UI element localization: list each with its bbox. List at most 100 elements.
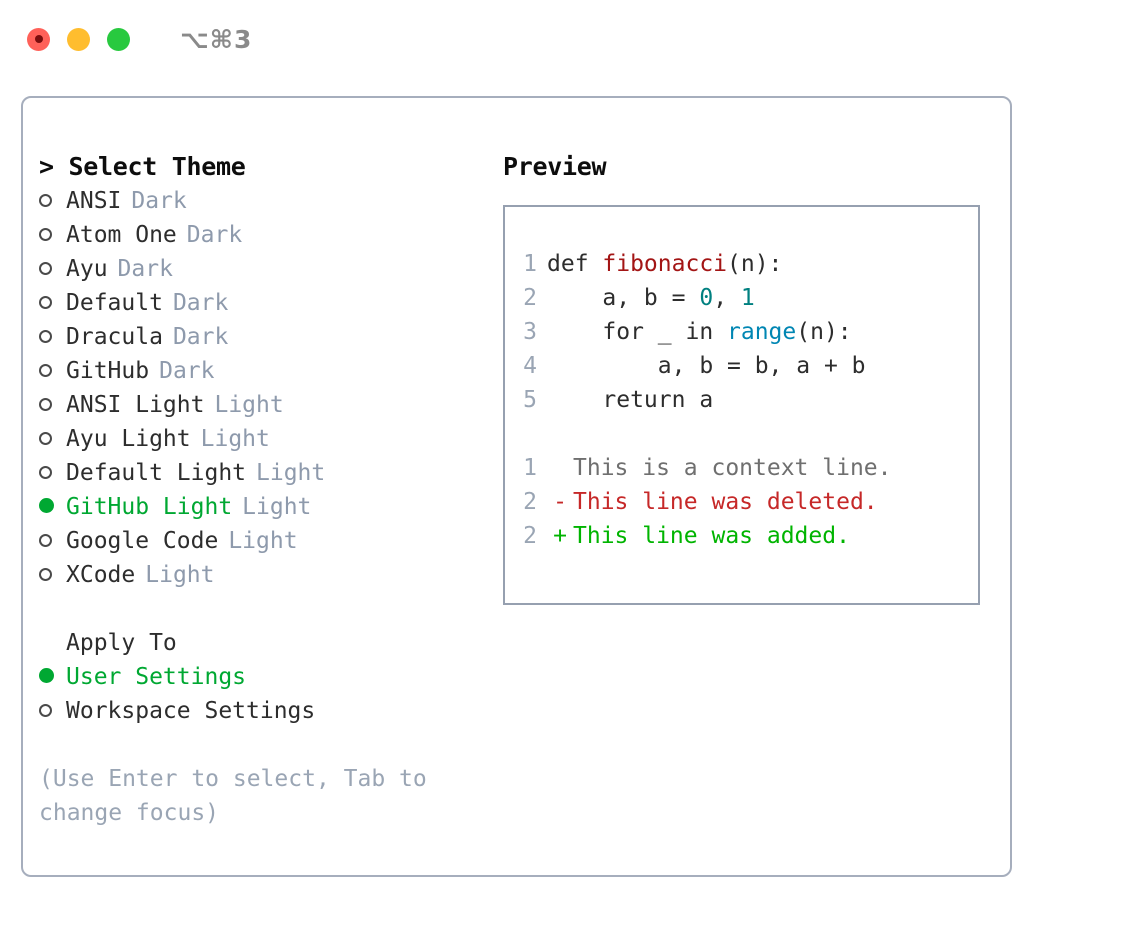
spacer xyxy=(505,417,978,451)
radio-selected-icon xyxy=(39,498,66,513)
theme-option-label: Ayu Light xyxy=(66,426,191,452)
code-token: 0 xyxy=(699,285,714,311)
hollow-circle-icon xyxy=(39,534,52,547)
recording-dot-icon xyxy=(34,35,43,43)
hollow-circle-icon xyxy=(39,398,52,411)
apply-option-workspace-settings[interactable]: Workspace Settings xyxy=(39,694,485,728)
hollow-circle-icon xyxy=(39,262,52,275)
theme-option-default[interactable]: Default Dark xyxy=(39,286,485,320)
code-token: for _ in xyxy=(547,319,728,345)
theme-variant-tag: Light xyxy=(145,562,215,588)
line-number: 2 xyxy=(523,489,537,515)
apply-to-heading: Apply To xyxy=(66,630,177,656)
theme-option-ayu-light[interactable]: Ayu Light Light xyxy=(39,422,485,456)
radio-unselected-icon xyxy=(39,262,66,275)
radio-unselected-icon xyxy=(39,568,66,581)
theme-variant-tag: Dark xyxy=(159,358,215,384)
code-text: a, b = b, a + b xyxy=(547,349,866,383)
code-token: fibonacci xyxy=(602,251,728,277)
keyboard-shortcut-label: ⌥⌘3 xyxy=(180,24,253,54)
page-title-text: Select Theme xyxy=(68,152,246,181)
code-line: 3 for _ in range(n): xyxy=(505,315,978,349)
theme-option-label: ANSI xyxy=(66,188,122,214)
filled-circle-icon xyxy=(39,668,54,683)
line-number: 4 xyxy=(523,353,537,379)
theme-variant-tag: Light xyxy=(200,426,270,452)
close-button[interactable] xyxy=(27,27,50,51)
radio-unselected-icon xyxy=(39,466,66,479)
theme-option-xcode[interactable]: XCode Light xyxy=(39,558,485,592)
line-number: 1 xyxy=(523,455,537,481)
title-bar: ⌥⌘3 xyxy=(0,0,1140,78)
code-text: return a xyxy=(547,383,713,417)
code-token: return a xyxy=(547,387,714,413)
diff-line-ctx: 1 This is a context line. xyxy=(505,451,978,485)
theme-option-label: Ayu xyxy=(66,256,108,282)
theme-variant-tag: Dark xyxy=(172,324,229,350)
zoom-button[interactable] xyxy=(107,27,130,51)
code-line: 2 a, b = 0, 1 xyxy=(505,281,978,315)
theme-variant-tag: Dark xyxy=(131,188,187,214)
theme-variant-tag: Dark xyxy=(117,256,173,282)
diff-text: This is a context line. xyxy=(573,455,892,481)
radio-unselected-icon xyxy=(39,364,66,377)
code-token: , xyxy=(713,285,741,311)
radio-unselected-icon xyxy=(39,432,66,445)
diff-sign: - xyxy=(553,489,567,515)
radio-unselected-icon xyxy=(39,534,66,547)
theme-option-ansi[interactable]: ANSI Dark xyxy=(39,184,485,218)
theme-option-label: Default xyxy=(66,290,163,316)
theme-variant-tag: Light xyxy=(228,528,298,554)
theme-option-ayu[interactable]: Ayu Dark xyxy=(39,252,485,286)
theme-option-label: GitHub Light xyxy=(66,494,233,520)
radio-unselected-icon xyxy=(39,228,66,241)
code-token: (n): xyxy=(796,319,852,345)
theme-option-label: GitHub xyxy=(66,358,150,384)
theme-option-label: XCode xyxy=(66,562,136,588)
code-token: (n): xyxy=(727,251,783,277)
apply-option-user-settings[interactable]: User Settings xyxy=(39,660,485,694)
code-token: def xyxy=(547,251,603,277)
hollow-circle-icon xyxy=(39,568,52,581)
theme-option-github[interactable]: GitHub Dark xyxy=(39,354,485,388)
line-number: 2 xyxy=(523,285,537,311)
theme-option-label: Atom One xyxy=(66,222,177,248)
radio-unselected-icon xyxy=(39,330,66,343)
hollow-circle-icon xyxy=(39,466,52,479)
minimize-button[interactable] xyxy=(67,27,90,51)
theme-variant-tag: Dark xyxy=(172,290,229,316)
code-token: range xyxy=(727,319,797,345)
prompt-caret: > xyxy=(39,152,54,181)
hollow-circle-icon xyxy=(39,432,52,445)
radio-selected-icon xyxy=(39,668,66,683)
diff-line-del: 2-This line was deleted. xyxy=(505,485,978,519)
traffic-light-group xyxy=(27,27,130,51)
line-number: 2 xyxy=(523,523,537,549)
diff-line-add: 2+This line was added. xyxy=(505,519,978,553)
code-line: 5 return a xyxy=(505,383,978,417)
code-token: a, b = b, a + b xyxy=(547,353,866,379)
diff-sign xyxy=(547,451,573,485)
code-text: a, b = 0, 1 xyxy=(547,281,754,315)
apply-option-label: Workspace Settings xyxy=(66,698,316,724)
code-text: for _ in range(n): xyxy=(547,315,852,349)
code-text: def fibonacci(n): xyxy=(547,247,782,281)
hint-text: (Use Enter to select, Tab to change focu… xyxy=(39,766,441,826)
radio-unselected-icon xyxy=(39,704,66,717)
line-number: 3 xyxy=(523,319,537,345)
hollow-circle-icon xyxy=(39,364,52,377)
line-number: 5 xyxy=(523,387,537,413)
filled-circle-icon xyxy=(39,498,54,513)
